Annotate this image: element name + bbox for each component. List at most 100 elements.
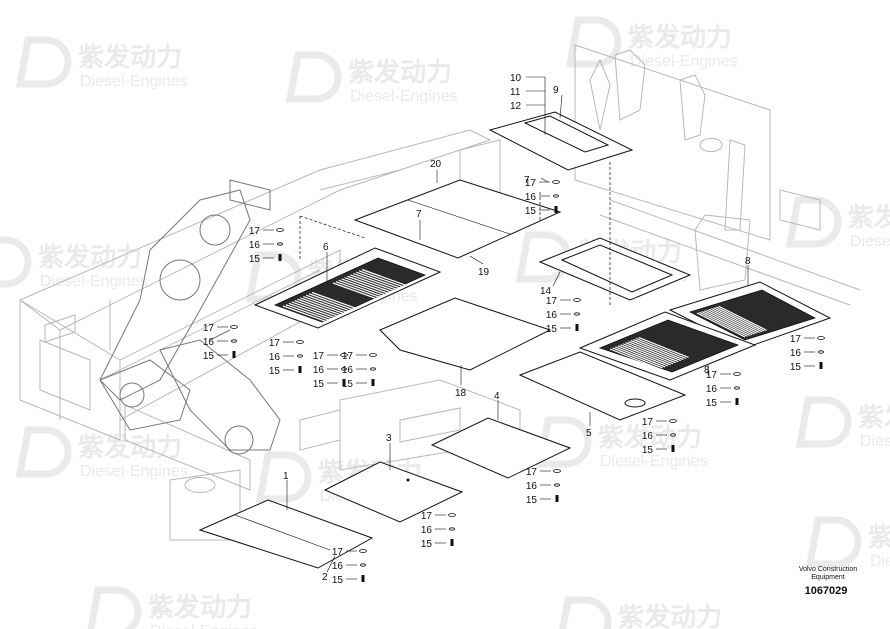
watermark-logo-icon (535, 416, 592, 468)
grille-slot (288, 302, 334, 320)
watermark-logo-icon (87, 586, 142, 629)
watermark-logo-icon (0, 236, 32, 288)
fastener-label: 16 (342, 365, 354, 376)
watermark-brand-en: Diesel-Engines (600, 453, 708, 470)
washer-icon (573, 298, 581, 302)
watermark-brand-cn: 紫发动力 (38, 242, 142, 272)
watermark-logo-icon (255, 451, 312, 503)
bolt-icon (232, 351, 236, 358)
washer-icon (341, 367, 347, 371)
grille-slot (718, 305, 767, 331)
watermark-brand-cn: 紫发动力 (858, 402, 890, 432)
bolt-icon (554, 206, 558, 213)
grille-slot (353, 272, 398, 290)
fastener-label: 17 (642, 417, 654, 428)
grille-slot (622, 343, 674, 365)
watermark-brand-cn: 紫发动力 (848, 202, 890, 232)
fastener-label: 16 (421, 525, 433, 536)
fastener-label: 16 (526, 481, 538, 492)
watermark-brand-cn: 紫发动力 (78, 432, 182, 462)
part-callouts: 10 11 12 9 20 7 7 19 6 14 18 8 7 8 8 5 4… (283, 73, 751, 583)
footer: Volvo Construction Equipment 1067029 (799, 566, 857, 597)
bolt-icon (671, 445, 675, 452)
fastener-label: 17 (525, 178, 537, 189)
grille-slot (633, 338, 684, 361)
grille-slot (335, 281, 381, 299)
bolt-icon (342, 379, 346, 386)
grille-slot (297, 298, 342, 316)
grille-slot (300, 297, 345, 315)
fastener-label: 16 (332, 561, 344, 572)
washer-icon (369, 353, 377, 357)
grille-slot (285, 304, 331, 322)
washer-icon (230, 325, 238, 329)
grille-slot (294, 300, 339, 318)
bolt-icon (555, 495, 559, 502)
washer-icon (276, 228, 284, 232)
fastener-label: 16 (203, 337, 215, 348)
fastener-label: 15 (342, 379, 354, 390)
fastener-label: 15 (332, 575, 344, 586)
grille-slot (350, 274, 395, 292)
washer-icon (734, 386, 740, 390)
bolt-icon (361, 575, 365, 582)
grille-slot (341, 278, 386, 296)
fastener-label: 15 (642, 445, 654, 456)
fastener-label: 15 (525, 206, 537, 217)
watermark-brand-en: Diesel-Engines (40, 273, 148, 290)
fastener-label: 15 (706, 398, 718, 409)
callout-20: 20 (430, 159, 442, 170)
grille-slot (361, 268, 407, 286)
grille-slot (291, 301, 336, 319)
washer-icon (231, 339, 237, 343)
washer-icon (817, 336, 825, 340)
grille-slot (713, 307, 763, 333)
fastener-label: 16 (269, 352, 281, 363)
washer-icon (818, 350, 824, 354)
callout-11: 10 (510, 73, 522, 84)
grille-6 (253, 247, 442, 329)
washer-icon (552, 180, 560, 184)
callout-5: 5 (586, 428, 592, 439)
grille-slot (609, 348, 661, 370)
fastener-label: 17 (342, 351, 354, 362)
fastener-label: 16 (642, 431, 654, 442)
callout-eight: 8 (704, 365, 710, 376)
fastener-label: 17 (526, 467, 538, 478)
washer-icon (340, 353, 348, 357)
washer-icon (733, 372, 741, 376)
watermark-brand-cn: 紫发动力 (348, 57, 452, 87)
boom-linkage (99, 179, 281, 455)
grille-slot (625, 342, 676, 364)
grille-slot (699, 311, 748, 337)
fastener-label: 16 (706, 384, 718, 395)
grille-slot (711, 307, 760, 334)
washer-icon (297, 354, 303, 358)
watermark-logo-icon (285, 51, 342, 103)
grille-slot (332, 282, 378, 300)
washer-icon (277, 242, 283, 246)
plate-5 (518, 351, 687, 421)
watermark-brand-cn: 紫发动力 (868, 522, 890, 552)
washer-icon (669, 419, 677, 423)
callout-4: 4 (494, 391, 500, 402)
fastener-label: 17 (249, 226, 261, 237)
grille-slot (635, 337, 687, 360)
bolt-icon (575, 324, 579, 331)
washer-icon (670, 433, 676, 437)
watermark-logo-icon (15, 36, 72, 88)
fastener-stack: 17 16 15 (642, 417, 677, 456)
fastener-label: 15 (421, 539, 433, 550)
fastener-label: 17 (203, 323, 215, 334)
fastener-label: 17 (790, 334, 802, 345)
